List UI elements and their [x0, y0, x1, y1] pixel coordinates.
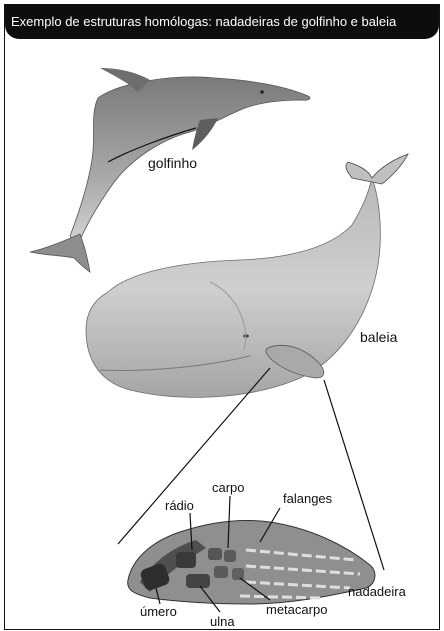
whale-drawing	[86, 154, 408, 397]
whale-body	[86, 178, 380, 397]
fin-skeleton-drawing	[128, 520, 375, 604]
whale-fluke	[346, 154, 408, 184]
label-carpo: carpo	[212, 480, 245, 495]
dolphin-eye	[260, 90, 264, 94]
label-baleia: baleia	[360, 329, 398, 345]
label-metacarpo: metacarpo	[266, 602, 327, 617]
label-falanges: falanges	[283, 491, 333, 506]
label-radio: rádio	[165, 498, 194, 513]
label-umero: úmero	[140, 604, 177, 619]
dolphin-tail	[30, 234, 90, 272]
label-ulna: ulna	[210, 614, 235, 629]
label-golfinho: golfinho	[148, 155, 197, 171]
label-nadadeira: nadadeira	[348, 584, 407, 599]
